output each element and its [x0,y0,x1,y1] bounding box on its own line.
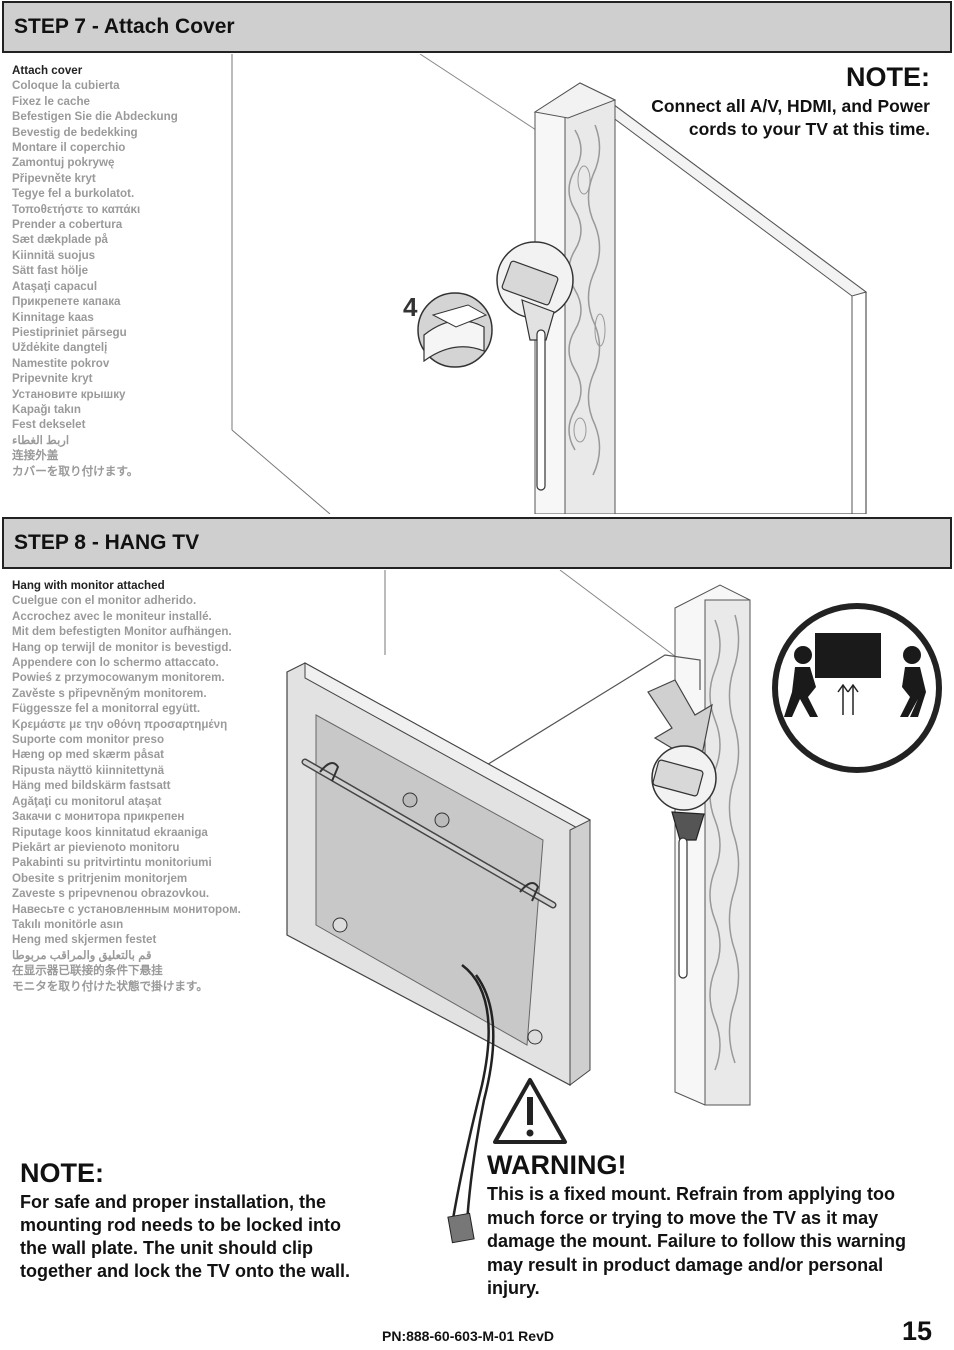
step8-instruction-line: Obesite s pritrjenim monitorjem [12,871,188,885]
step8-instruction-line: Hæng op med skærm påsat [12,748,165,762]
step7-instruction-line: Прикрепете капака [12,295,121,309]
step8-instruction-line: Zavěste s připevněným monitorem. [12,686,207,700]
down-arrow-icon [647,679,713,766]
step7-instruction-line: カバーを取り付けます。 [12,464,139,478]
step8-instruction-line: Suporte com monitor preso [12,733,165,747]
warning-heading: WARNING! [487,1150,627,1180]
step7-instruction-line: Kapağı takın [12,402,81,416]
step8-instruction-line: Навесьте с установленным монитором. [12,902,241,916]
step8-instruction-line: Függessze fel a monitorral együtt. [12,702,201,716]
wooden-stud [533,82,617,514]
step7-instruction-line: 连接外盖 [12,449,59,463]
step8-instruction-line: Appendere con lo schermo attaccato. [12,656,219,670]
step7-instruction-line: Montare il coperchio [12,141,126,155]
tv-back-panel [286,662,591,1086]
step8-note: NOTE: For safe and proper installation, … [20,1158,370,1283]
part-number: PN:888-60-603-M-01 RevD [382,1328,554,1344]
step7-note-line-1: Connect all A/V, HDMI, and Power [651,96,930,116]
step7-instruction-line: Coloque la cubierta [12,79,120,93]
step7-instruction-line: Sätt fast hölje [12,264,89,278]
step7-note-line-2: cords to your TV at this time. [688,119,930,139]
step8-instruction-line: Piekārt ar pievienoto monitoru [12,840,180,854]
wall-board [599,100,868,514]
step8-instruction-line: Mit dem befestigten Monitor aufhängen. [12,625,232,639]
step8-note-text: For safe and proper installation, the mo… [20,1192,351,1281]
step8-instruction-line: قم بالتعليق والمراقب مربوطا [12,948,152,962]
step8-instruction-line: Riputage koos kinnitatud ekraaniga [12,825,208,839]
step8-instruction-line: Takılı monitörle asın [12,917,124,931]
step8-instruction-line: Pakabinti su pritvirtintu monitoriumi [12,856,212,870]
step8-instruction-line: Hang op terwijl de monitor is bevestigd. [12,640,232,654]
step7-instruction-line: Fixez le cache [12,94,90,108]
step7-instruction-line: Zamontuj pokrywę [12,156,115,170]
tv-cables [447,964,495,1244]
step8-instruction-line: Закачи с монитора прикрепен [12,810,185,824]
step7-instruction-line: Τοποθετήστε το καπάκι [12,202,141,216]
wall-plate-icon-2 [651,745,717,979]
step7-instruction-line: Ataşaţi capacul [12,279,98,293]
two-person-lift-icon [772,603,942,773]
cover-icon [417,292,493,368]
step7-note: NOTE: Connect all A/V, HDMI, and Power c… [651,62,930,141]
step8-instruction-line: Ripusta näyttö kiinnitettynä [12,763,165,777]
step8-instruction-line: Zaveste s pripevnenou obrazovkou. [12,887,210,901]
step7-instruction-line: Kiinnitä suojus [12,248,96,262]
step7-instruction-line: Bevestig de bedekking [12,125,138,139]
step8-instruction-line: Heng med skjermen festet [12,933,157,947]
step7-instruction-line: Připevněte kryt [12,171,96,185]
step8-illustration [286,570,942,1244]
step7-title: STEP 7 - Attach Cover [2,1,952,53]
step7-instruction-line: Установите крышку [12,387,126,401]
step7-instruction-line: Piestipriniet pārsegu [12,325,127,339]
step7-instruction-line: Tegye fel a burkolatot. [12,187,135,201]
step7-instruction-line: Prender a cobertura [12,218,123,232]
step8-note-heading: NOTE: [20,1158,104,1188]
wall-plate-icon [496,241,574,491]
step7-instruction-line: Befestigen Sie die Abdeckung [12,110,178,124]
step7-instruction-line: Kinnitage kaas [12,310,94,324]
warning-triangle-icon [493,1078,567,1144]
step7-instruction-line: Attach cover [12,64,83,77]
step7-instruction-line: Namestite pokrov [12,356,110,370]
step8-instruction-line: Powieś z przymocowanym monitorem. [12,671,225,685]
step8-instruction-line: Cuelgue con el monitor adherido. [12,594,197,608]
step8-instruction-line: モニタを取り付けた状態で掛けます。 [12,979,208,993]
step8-instruction-line: Häng med bildskärm fastsatt [12,779,171,793]
step7-instruction-line: Pripevnite kryt [12,372,93,386]
warning-box: WARNING! This is a fixed mount. Refrain … [487,1150,907,1301]
callout-number: 4 [403,292,418,322]
step8-title: STEP 8 - HANG TV [2,517,952,569]
step8-instruction-line: Κρεμάστε με την οθόνη προσαρτημένη [12,717,228,731]
step7-instruction-line: Sæt dækplade på [12,233,108,247]
step7-note-heading: NOTE: [846,62,930,92]
step7-instruction-line: Uždėkite dangtelį [12,341,108,355]
step8-instruction-line: Hang with monitor attached [12,579,165,592]
warning-text: This is a fixed mount. Refrain from appl… [487,1184,907,1298]
page-number: 15 [901,1316,932,1346]
step7-instruction-line: Fest dekselet [12,418,86,432]
mounting-rod [301,758,557,1045]
step8-instruction-line: Agăţaţi cu monitorul ataşat [12,794,162,808]
step8-instruction-line: Accrochez avec le moniteur installé. [12,609,212,623]
step7-instruction-line: اربط الغطاء [12,433,70,447]
step8-instruction-line: 在显示器已联接的条件下悬挂 [12,964,163,978]
step7-illustration [231,54,868,514]
